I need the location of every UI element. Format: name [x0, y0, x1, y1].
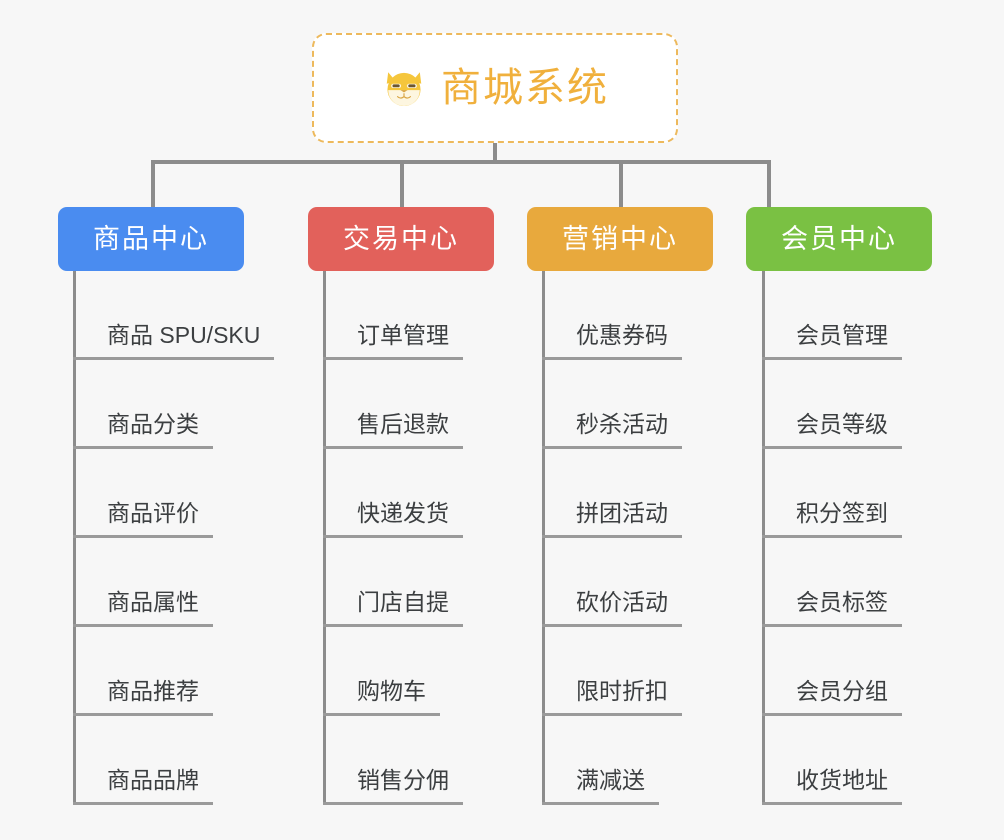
- category-box-product[interactable]: 商品中心: [58, 207, 244, 271]
- list-item[interactable]: 收货地址: [762, 716, 902, 805]
- leaf-label: 会员管理: [762, 324, 902, 360]
- list-item[interactable]: 秒杀活动: [542, 360, 682, 449]
- leaf-label: 会员分组: [762, 680, 902, 716]
- leaf-label: 拼团活动: [542, 502, 682, 538]
- leaf-list: 会员管理 会员等级 积分签到 会员标签 会员分组 收货地址: [762, 271, 902, 805]
- list-item[interactable]: 快递发货: [323, 449, 463, 538]
- category-box-marketing[interactable]: 营销中心: [527, 207, 713, 271]
- leaf-label: 快递发货: [323, 502, 463, 538]
- leaf-list: 商品 SPU/SKU 商品分类 商品评价 商品属性 商品推荐 商品品牌: [73, 271, 275, 805]
- list-item[interactable]: 限时折扣: [542, 627, 682, 716]
- list-item[interactable]: 商品品牌: [73, 716, 274, 805]
- column-spine: [73, 271, 76, 805]
- root-stem-connector: [493, 143, 497, 163]
- leaf-label: 商品评价: [73, 502, 213, 538]
- shiba-dog-face-icon: [386, 72, 422, 108]
- leaf-label: 售后退款: [323, 413, 463, 449]
- branch-drop-connector-3: [619, 160, 623, 207]
- list-item[interactable]: 优惠券码: [542, 271, 682, 360]
- leaf-label: 商品 SPU/SKU: [73, 324, 275, 360]
- list-item[interactable]: 砍价活动: [542, 538, 682, 627]
- horizontal-bus-connector: [151, 160, 771, 164]
- list-item[interactable]: 销售分佣: [323, 716, 463, 805]
- leaf-list: 优惠券码 秒杀活动 拼团活动 砍价活动 限时折扣 满减送: [542, 271, 682, 805]
- branch-drop-connector-4: [767, 160, 771, 207]
- column-spine: [323, 271, 326, 805]
- list-item[interactable]: 会员分组: [762, 627, 902, 716]
- leaf-label: 门店自提: [323, 591, 463, 627]
- leaf-label: 收货地址: [762, 769, 902, 805]
- branch-drop-connector-2: [400, 160, 404, 207]
- list-item[interactable]: 商品分类: [73, 360, 274, 449]
- leaf-label: 满减送: [542, 769, 659, 805]
- leaf-label: 限时折扣: [542, 680, 682, 716]
- root-title: 商城系统: [441, 66, 609, 110]
- list-item[interactable]: 商品推荐: [73, 627, 274, 716]
- category-label: 交易中心: [343, 223, 459, 254]
- list-item[interactable]: 商品属性: [73, 538, 274, 627]
- list-item[interactable]: 会员等级: [762, 360, 902, 449]
- category-box-member[interactable]: 会员中心: [746, 207, 932, 271]
- list-item[interactable]: 商品评价: [73, 449, 274, 538]
- leaf-label: 优惠券码: [542, 324, 682, 360]
- category-label: 商品中心: [93, 223, 209, 254]
- category-label: 会员中心: [781, 223, 897, 254]
- list-item[interactable]: 商品 SPU/SKU: [73, 271, 275, 360]
- list-item[interactable]: 积分签到: [762, 449, 902, 538]
- category-label: 营销中心: [562, 223, 678, 254]
- leaf-label: 会员标签: [762, 591, 902, 627]
- category-box-trade[interactable]: 交易中心: [308, 207, 494, 271]
- list-item[interactable]: 会员标签: [762, 538, 902, 627]
- branch-drop-connector-1: [151, 160, 155, 207]
- leaf-label: 会员等级: [762, 413, 902, 449]
- list-item[interactable]: 售后退款: [323, 360, 463, 449]
- list-item[interactable]: 订单管理: [323, 271, 463, 360]
- list-item[interactable]: 拼团活动: [542, 449, 682, 538]
- root-node[interactable]: 商城系统: [312, 33, 678, 143]
- list-item[interactable]: 购物车: [323, 627, 463, 716]
- leaf-label: 销售分佣: [323, 769, 463, 805]
- leaf-label: 商品分类: [73, 413, 213, 449]
- list-item[interactable]: 会员管理: [762, 271, 902, 360]
- list-item[interactable]: 门店自提: [323, 538, 463, 627]
- leaf-list: 订单管理 售后退款 快递发货 门店自提 购物车 销售分佣: [323, 271, 463, 805]
- leaf-label: 秒杀活动: [542, 413, 682, 449]
- leaf-label: 商品属性: [73, 591, 213, 627]
- column-spine: [762, 271, 765, 805]
- leaf-label: 积分签到: [762, 502, 902, 538]
- leaf-label: 订单管理: [323, 324, 463, 360]
- column-spine: [542, 271, 545, 805]
- leaf-label: 购物车: [323, 680, 440, 716]
- leaf-label: 商品品牌: [73, 769, 213, 805]
- leaf-label: 商品推荐: [73, 680, 213, 716]
- list-item[interactable]: 满减送: [542, 716, 682, 805]
- leaf-label: 砍价活动: [542, 591, 682, 627]
